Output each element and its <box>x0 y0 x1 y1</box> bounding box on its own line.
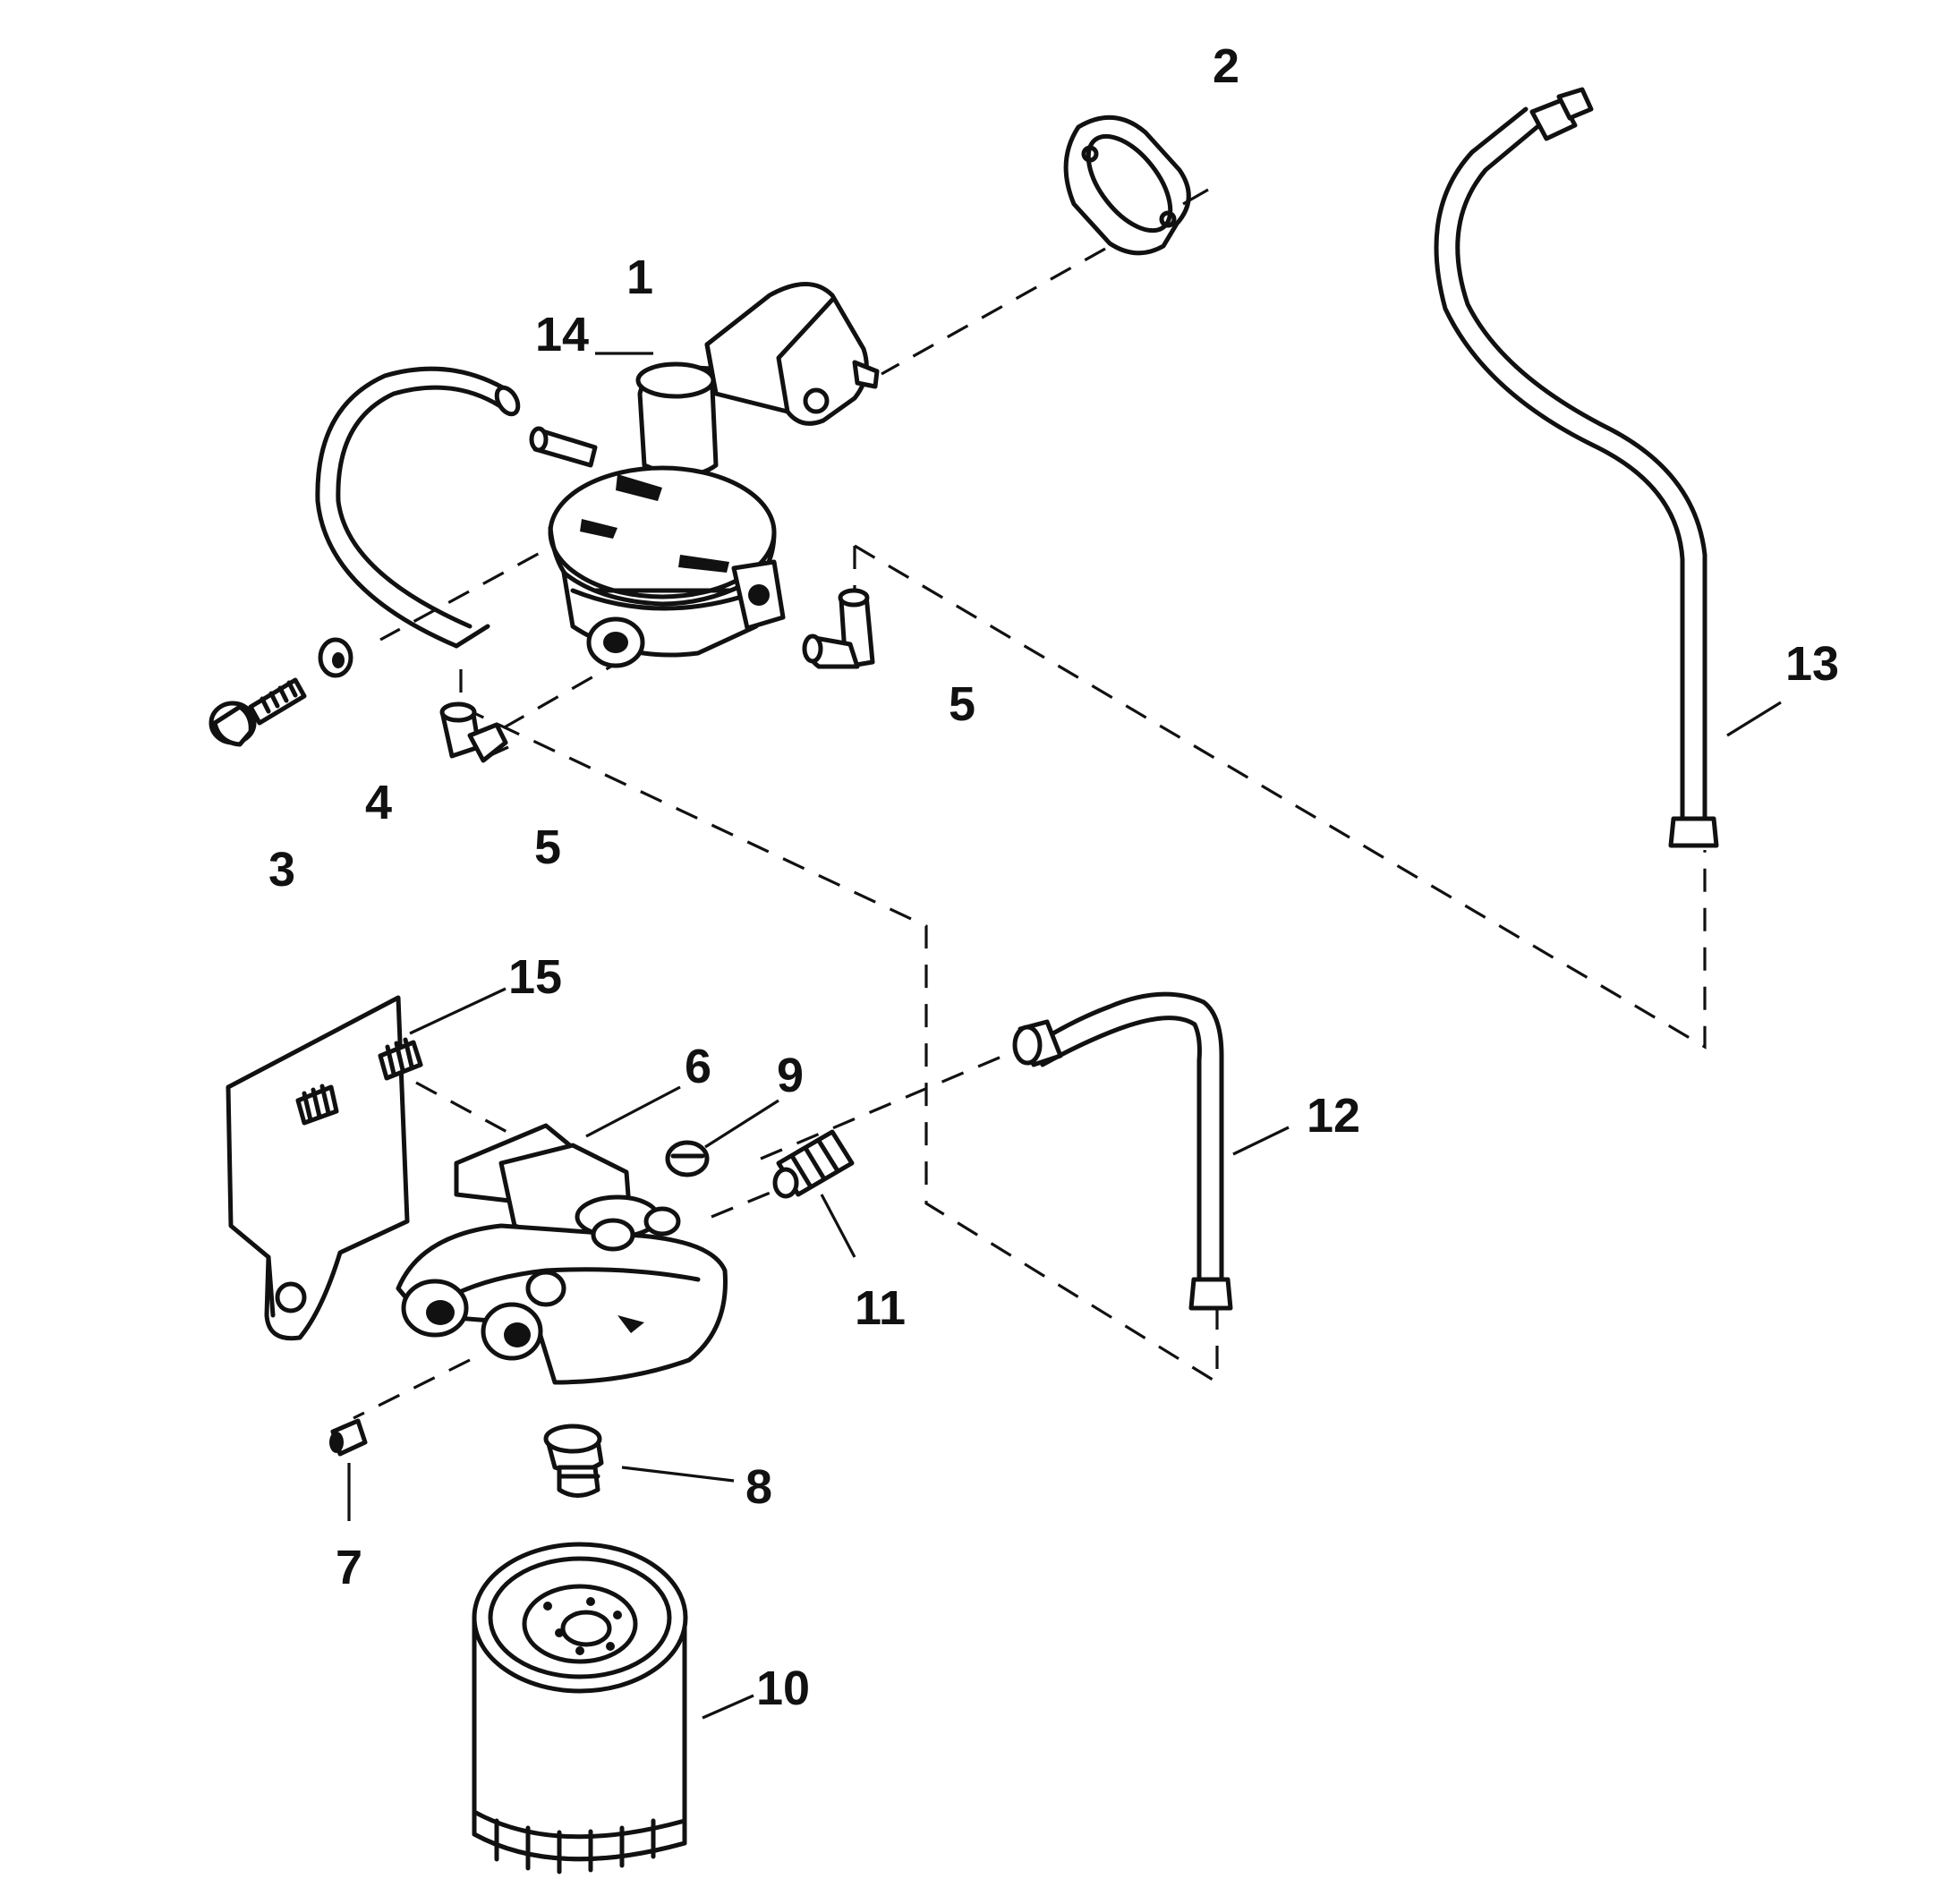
part-number-label: 9 <box>777 1049 804 1102</box>
part-number-label: 2 <box>1213 39 1239 93</box>
fuel-pump <box>529 282 880 668</box>
gasket <box>1063 115 1209 256</box>
washer <box>318 637 353 678</box>
connector-fitting <box>772 1129 856 1258</box>
part-number-label: 11 <box>855 1281 906 1335</box>
part-number-label: 5 <box>949 677 975 731</box>
part-number-label: 5 <box>534 820 561 874</box>
fuel-line-short <box>1012 991 1290 1311</box>
elbow-fitting-right <box>802 588 875 669</box>
part-number-label: 3 <box>268 843 295 897</box>
assembly-dashed-lines <box>353 247 1707 1420</box>
part-number-label: 12 <box>1307 1089 1360 1143</box>
mounting-bracket <box>226 987 507 1341</box>
part-number-label: 7 <box>336 1541 362 1594</box>
part-number-labels: 1 2 3 4 5 5 6 7 8 9 10 11 12 13 14 15 <box>268 39 1839 1715</box>
elbow-fitting-lower-left <box>439 701 509 763</box>
bolt <box>209 677 307 747</box>
part-number-label: 13 <box>1785 637 1839 691</box>
part-number-label: 6 <box>685 1040 711 1093</box>
part-number-label: 1 <box>626 251 653 304</box>
hose <box>315 366 521 649</box>
filter-cartridge <box>472 1542 754 1874</box>
pipe-plug-small <box>665 1099 779 1177</box>
drain-plug <box>543 1424 735 1498</box>
filter-head <box>396 1085 728 1385</box>
part-number-label: 14 <box>535 308 589 361</box>
fuel-line-long <box>1434 87 1782 848</box>
part-number-label: 15 <box>508 950 562 1004</box>
part-number-label: 8 <box>745 1460 772 1514</box>
part-number-label: 4 <box>365 776 392 829</box>
part-number-label: 10 <box>756 1662 810 1715</box>
pipe-plug <box>329 1418 368 1521</box>
